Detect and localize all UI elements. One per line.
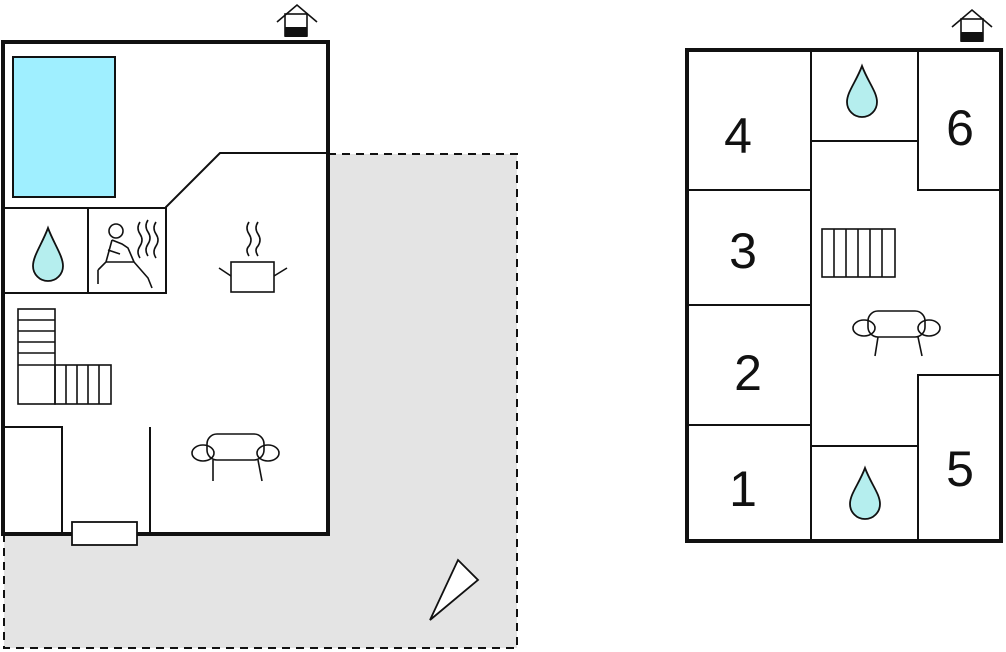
room-number: 2 — [734, 345, 762, 401]
room-number: 5 — [946, 441, 974, 497]
room-number: 4 — [724, 108, 752, 164]
ground-floor-plan — [1, 3, 518, 649]
upper-floor-outline — [685, 48, 1003, 543]
house-entrance-icon — [951, 8, 993, 42]
room-number: 3 — [729, 223, 757, 279]
storage-wall — [5, 426, 63, 532]
sofa-icon — [852, 310, 941, 357]
window-icon — [71, 521, 138, 546]
room-wall — [811, 445, 919, 539]
house-entrance-icon — [276, 3, 318, 37]
water-drop-icon — [846, 63, 878, 118]
staircase-icon — [17, 308, 112, 405]
room-wall — [917, 51, 999, 191]
sauna-icon — [97, 219, 159, 289]
staircase-icon — [821, 228, 896, 278]
cooking-pot-icon — [218, 221, 288, 293]
upper-floor-plan: 1 2 3 4 5 6 — [685, 8, 1003, 543]
water-drop-icon — [849, 465, 881, 520]
north-arrow-icon — [429, 558, 480, 621]
pool-icon — [12, 56, 116, 198]
room-number: 6 — [946, 100, 974, 156]
room-wall — [917, 374, 999, 446]
terrace-area — [3, 153, 518, 649]
water-drop-icon — [32, 225, 64, 282]
sofa-icon — [191, 433, 280, 482]
room-number: 1 — [729, 461, 757, 517]
